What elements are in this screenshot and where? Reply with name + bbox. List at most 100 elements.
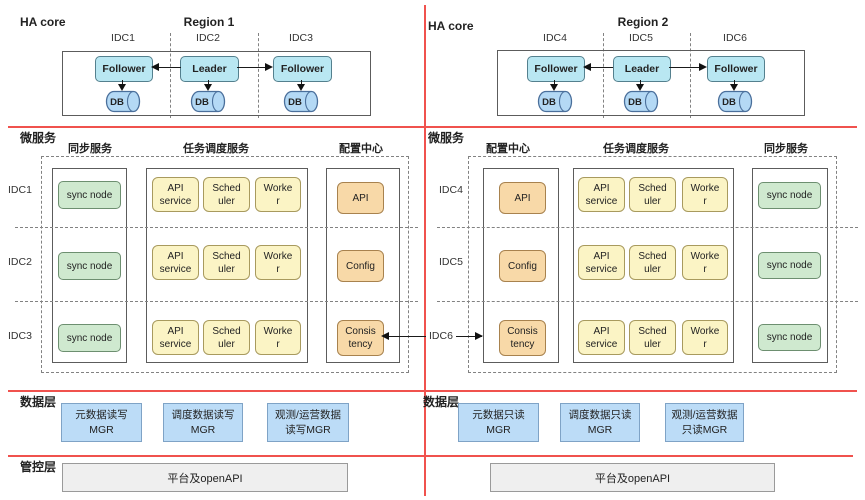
arrow-down-icon: [730, 84, 738, 91]
metadata-mgr-box: 元数据只读 MGR: [458, 403, 539, 442]
node-to-db-connector: [122, 80, 124, 85]
node-to-db-connector: [554, 80, 556, 85]
scheduling-data-mgr-box: 调度数据读写 MGR: [163, 403, 243, 442]
follower-node: Follower: [527, 56, 585, 82]
follower-node: Follower: [95, 56, 153, 82]
arrow-down-icon: [204, 84, 212, 91]
config-column-box: [483, 168, 559, 363]
node-to-db-connector: [734, 80, 736, 85]
sync-node-box: sync node: [758, 182, 821, 209]
task-column-box: [146, 168, 308, 363]
scheduler-box: Sched uler: [203, 177, 250, 212]
api-service-box: API service: [578, 245, 625, 280]
api-service-box: API service: [578, 320, 625, 355]
arrow-down-icon: [550, 84, 558, 91]
scheduler-box: Sched uler: [629, 177, 676, 212]
microservices-left-title: 微服务: [20, 131, 57, 145]
config-center-header: 配置中心: [486, 143, 530, 155]
data-layer-right-title: 数据层: [423, 395, 460, 409]
sync-column-box: [752, 168, 828, 363]
arrow-down-icon: [118, 84, 126, 91]
leader-to-follower-connector: [589, 67, 613, 69]
microservices-right-title: 微服务: [428, 131, 465, 145]
config-consistency-box: Consis tency: [499, 320, 546, 356]
leader-to-follower-connector: [669, 67, 699, 69]
arrow-left-icon: [151, 63, 159, 71]
idc-divider-dashed: [690, 33, 691, 118]
row-separator-dashed: [437, 227, 858, 228]
row-label-idc6: IDC6: [426, 330, 456, 342]
idc1-top-label: IDC1: [111, 32, 135, 44]
row-separator-dashed: [437, 301, 858, 302]
node-to-db-connector: [301, 80, 303, 85]
arrow-right-icon: [265, 63, 273, 71]
api-service-box: API service: [152, 320, 199, 355]
config-center-header: 配置中心: [339, 143, 383, 155]
follower-node: Follower: [707, 56, 765, 82]
ha-microservice-divider-line: [8, 126, 857, 128]
svg-text:DB: DB: [288, 97, 302, 108]
sync-node-box: sync node: [58, 252, 121, 280]
task-scheduling-header: 任务调度服务: [183, 143, 249, 155]
idc6-top-label: IDC6: [723, 32, 747, 44]
svg-text:DB: DB: [722, 97, 736, 108]
row-label-idc4: IDC4: [439, 184, 463, 196]
worker-box: Worke r: [255, 245, 301, 280]
arrow-down-icon: [636, 84, 644, 91]
arrow-left-icon: [583, 63, 591, 71]
leader-to-follower-connector: [157, 67, 181, 69]
leader-node: Leader: [180, 56, 239, 82]
ha-core-left-box: [62, 51, 371, 116]
sync-node-box: sync node: [58, 324, 121, 352]
ha-core-right-title: HA core: [428, 19, 474, 33]
ha-core-left-title: HA core: [20, 15, 66, 29]
db-cylinder-icon: DB: [537, 90, 573, 113]
svg-text:DB: DB: [195, 97, 209, 108]
config-consistency-box: Consis tency: [337, 320, 384, 356]
arrow-down-icon: [297, 84, 305, 91]
idc5-top-label: IDC5: [629, 32, 653, 44]
metadata-mgr-box: 元数据读写 MGR: [61, 403, 142, 442]
svg-text:DB: DB: [110, 97, 124, 108]
config-config-box: Config: [337, 250, 384, 282]
db-cylinder-icon: DB: [105, 90, 141, 113]
microservices-right-outline: [468, 156, 837, 373]
task-column-box: [573, 168, 734, 363]
observability-data-mgr-box: 观测/运营数据 读写MGR: [267, 403, 349, 442]
worker-box: Worke r: [682, 320, 728, 355]
arrow-right-icon: [699, 63, 707, 71]
row-separator-dashed: [15, 227, 418, 228]
config-column-box: [326, 168, 400, 363]
scheduler-box: Sched uler: [629, 320, 676, 355]
idc4-top-label: IDC4: [543, 32, 567, 44]
config-api-box: API: [337, 182, 384, 214]
worker-box: Worke r: [255, 320, 301, 355]
scheduler-box: Sched uler: [203, 320, 250, 355]
data-layer-left-title: 数据层: [20, 395, 57, 409]
row-separator-dashed: [15, 301, 418, 302]
api-service-box: API service: [152, 177, 199, 212]
api-service-box: API service: [578, 177, 625, 212]
scheduler-box: Sched uler: [203, 245, 250, 280]
leader-to-follower-connector: [237, 67, 267, 69]
svg-text:DB: DB: [542, 97, 556, 108]
sync-node-box: sync node: [758, 324, 821, 351]
microservices-left-outline: [41, 156, 409, 373]
microservice-data-divider-line: [8, 390, 857, 392]
idc2-top-label: IDC2: [196, 32, 220, 44]
sync-node-box: sync node: [58, 181, 121, 209]
region2-title: Region 2: [617, 15, 669, 29]
api-service-box: API service: [152, 245, 199, 280]
idc3-top-label: IDC3: [289, 32, 313, 44]
node-to-db-connector: [208, 80, 210, 85]
follower-node: Follower: [273, 56, 332, 82]
row-label-idc1: IDC1: [8, 184, 32, 196]
arrow-left-icon: [381, 332, 389, 340]
platform-openapi-box: 平台及openAPI: [62, 463, 348, 492]
db-cylinder-icon: DB: [190, 90, 226, 113]
worker-box: Worke r: [682, 177, 728, 212]
idc-divider-dashed: [170, 33, 171, 118]
sync-column-box: [52, 168, 127, 363]
platform-openapi-box: 平台及openAPI: [490, 463, 775, 492]
